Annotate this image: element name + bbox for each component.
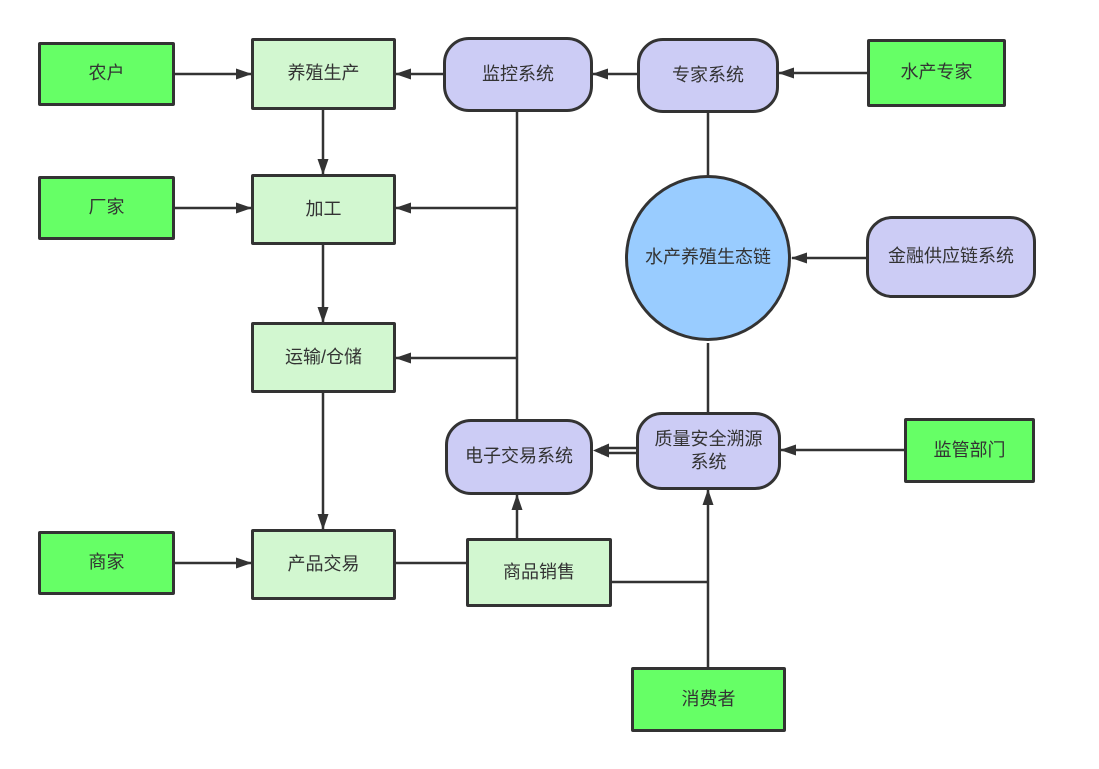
node-regulatory-department-label: 监管部门 [933, 439, 1006, 460]
node-financial-supply-chain-system: 金融供应链系统 [866, 216, 1036, 298]
node-commodity-sales: 商品销售 [466, 538, 612, 607]
node-electronic-trading-system-label: 电子交易系统 [465, 446, 573, 467]
node-aquaculture-expert-label: 水产专家 [900, 62, 973, 83]
node-product-trading-label: 产品交易 [287, 553, 360, 574]
node-processing-label: 加工 [305, 198, 342, 219]
node-breeding-production: 养殖生产 [251, 38, 396, 110]
node-farmer-label: 农户 [88, 63, 125, 84]
node-expert-system: 专家系统 [637, 38, 779, 113]
node-expert-system-label: 专家系统 [672, 64, 744, 85]
edge-traceability-etrading-double [593, 443, 636, 458]
node-factory-label: 厂家 [88, 197, 125, 218]
node-aquaculture-eco-chain: 水产养殖生态链 [625, 175, 791, 341]
node-aquaculture-eco-chain-label: 水产养殖生态链 [645, 247, 771, 268]
node-factory: 厂家 [38, 176, 175, 240]
node-product-trading: 产品交易 [251, 529, 396, 600]
node-aquaculture-expert: 水产专家 [867, 39, 1006, 107]
node-quality-traceability-system-label: 质量安全溯源系统 [654, 428, 763, 472]
node-transport-warehousing-label: 运输/仓储 [284, 346, 362, 367]
node-farmer: 农户 [38, 42, 175, 106]
node-merchant: 商家 [38, 531, 175, 595]
node-breeding-production-label: 养殖生产 [287, 63, 360, 84]
node-electronic-trading-system: 电子交易系统 [445, 419, 593, 495]
node-merchant-label: 商家 [88, 552, 125, 573]
node-quality-traceability-system: 质量安全溯源系统 [636, 412, 781, 490]
node-monitoring-system-label: 监控系统 [482, 63, 554, 84]
node-consumer: 消费者 [631, 667, 786, 732]
node-monitoring-system: 监控系统 [443, 37, 593, 112]
node-regulatory-department: 监管部门 [904, 418, 1035, 483]
node-commodity-sales-label: 商品销售 [503, 561, 575, 582]
node-transport-warehousing: 运输/仓储 [251, 322, 396, 393]
node-processing: 加工 [251, 174, 396, 245]
node-consumer-label: 消费者 [681, 688, 736, 709]
node-financial-supply-chain-system-label: 金融供应链系统 [888, 246, 1014, 267]
